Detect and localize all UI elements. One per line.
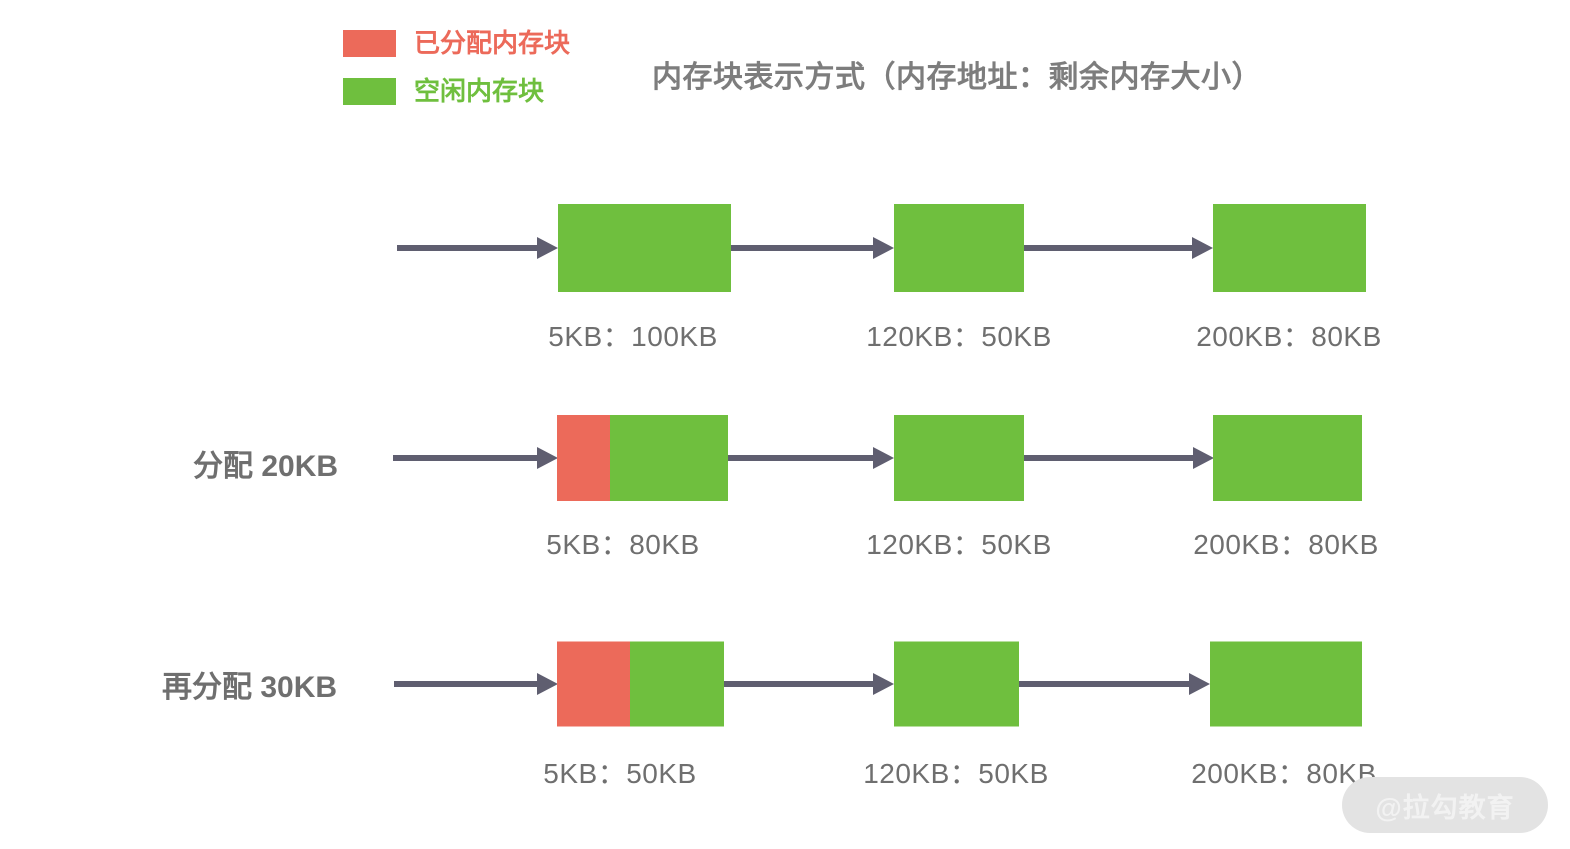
memory-block-label: 120KB：50KB: [863, 758, 1049, 789]
row-action-label: 再分配 30KB: [162, 671, 338, 704]
free-segment: [1210, 641, 1362, 727]
legend-item-allocated: 已分配内存块: [343, 26, 570, 60]
arrow-block-2-to-3: [1019, 671, 1210, 697]
memory-block: [1213, 204, 1366, 292]
row-allocate-20kb: 分配 20KB 5KB：80KB 120KB：50KB 200KB：80KB: [0, 383, 1570, 560]
row-allocate-30kb: 再分配 30KB 5KB：50KB 120KB：50KB 200KB：80KB: [0, 610, 1570, 789]
memory-block-label: 200KB：80KB: [1193, 529, 1379, 560]
memory-block-label: 5KB：100KB: [548, 321, 718, 352]
allocated-swatch: [343, 29, 396, 57]
row-action-label: 分配 20KB: [193, 450, 339, 483]
arrow-block-1-to-2: [728, 445, 894, 471]
allocated-segment: [557, 641, 631, 727]
memory-block-label: 120KB：50KB: [866, 529, 1052, 560]
free-segment: [558, 204, 731, 292]
memory-block: [894, 415, 1024, 501]
free-segment: [894, 641, 1019, 727]
memory-block: [557, 641, 724, 727]
watermark: @拉勾教育: [1342, 777, 1548, 833]
free-segment: [894, 415, 1024, 501]
legend-label-allocated: 已分配内存块: [414, 28, 571, 58]
legend-item-free: 空闲内存块: [343, 74, 570, 108]
memory-block: [1210, 641, 1362, 727]
memory-block: [558, 204, 731, 292]
memory-block: [1213, 415, 1362, 501]
free-segment: [610, 415, 728, 501]
arrow-block-1-to-2: [724, 671, 894, 697]
free-segment: [1213, 204, 1366, 292]
memory-block-label: 200KB：80KB: [1196, 321, 1382, 352]
memory-block-label: 120KB：50KB: [866, 321, 1052, 352]
arrow-block-2-to-3: [1024, 235, 1213, 261]
memory-block-label: 200KB：80KB: [1191, 758, 1377, 789]
page-title: 内存块表示方式（内存地址：剩余内存大小）: [652, 61, 1262, 94]
arrow-into-block-1: [393, 445, 558, 471]
memory-block: [894, 641, 1019, 727]
free-swatch: [343, 77, 396, 105]
memory-block: [557, 415, 728, 501]
legend: 已分配内存块 空闲内存块: [343, 26, 570, 122]
watermark-text: @拉勾教育: [1375, 792, 1515, 823]
free-segment: [630, 641, 724, 727]
memory-block-label: 5KB：50KB: [543, 758, 697, 789]
arrow-block-2-to-3: [1024, 445, 1214, 471]
free-segment: [1213, 415, 1362, 501]
row-initial: 5KB：100KB 120KB：50KB 200KB：80KB: [0, 173, 1570, 352]
memory-block: [894, 204, 1024, 292]
allocated-segment: [557, 415, 610, 501]
memory-block-label: 5KB：80KB: [546, 529, 700, 560]
legend-label-free: 空闲内存块: [414, 76, 545, 106]
arrow-into-block-1: [394, 671, 558, 697]
arrow-into-block-1: [397, 235, 558, 261]
arrow-block-1-to-2: [731, 235, 894, 261]
free-segment: [894, 204, 1024, 292]
